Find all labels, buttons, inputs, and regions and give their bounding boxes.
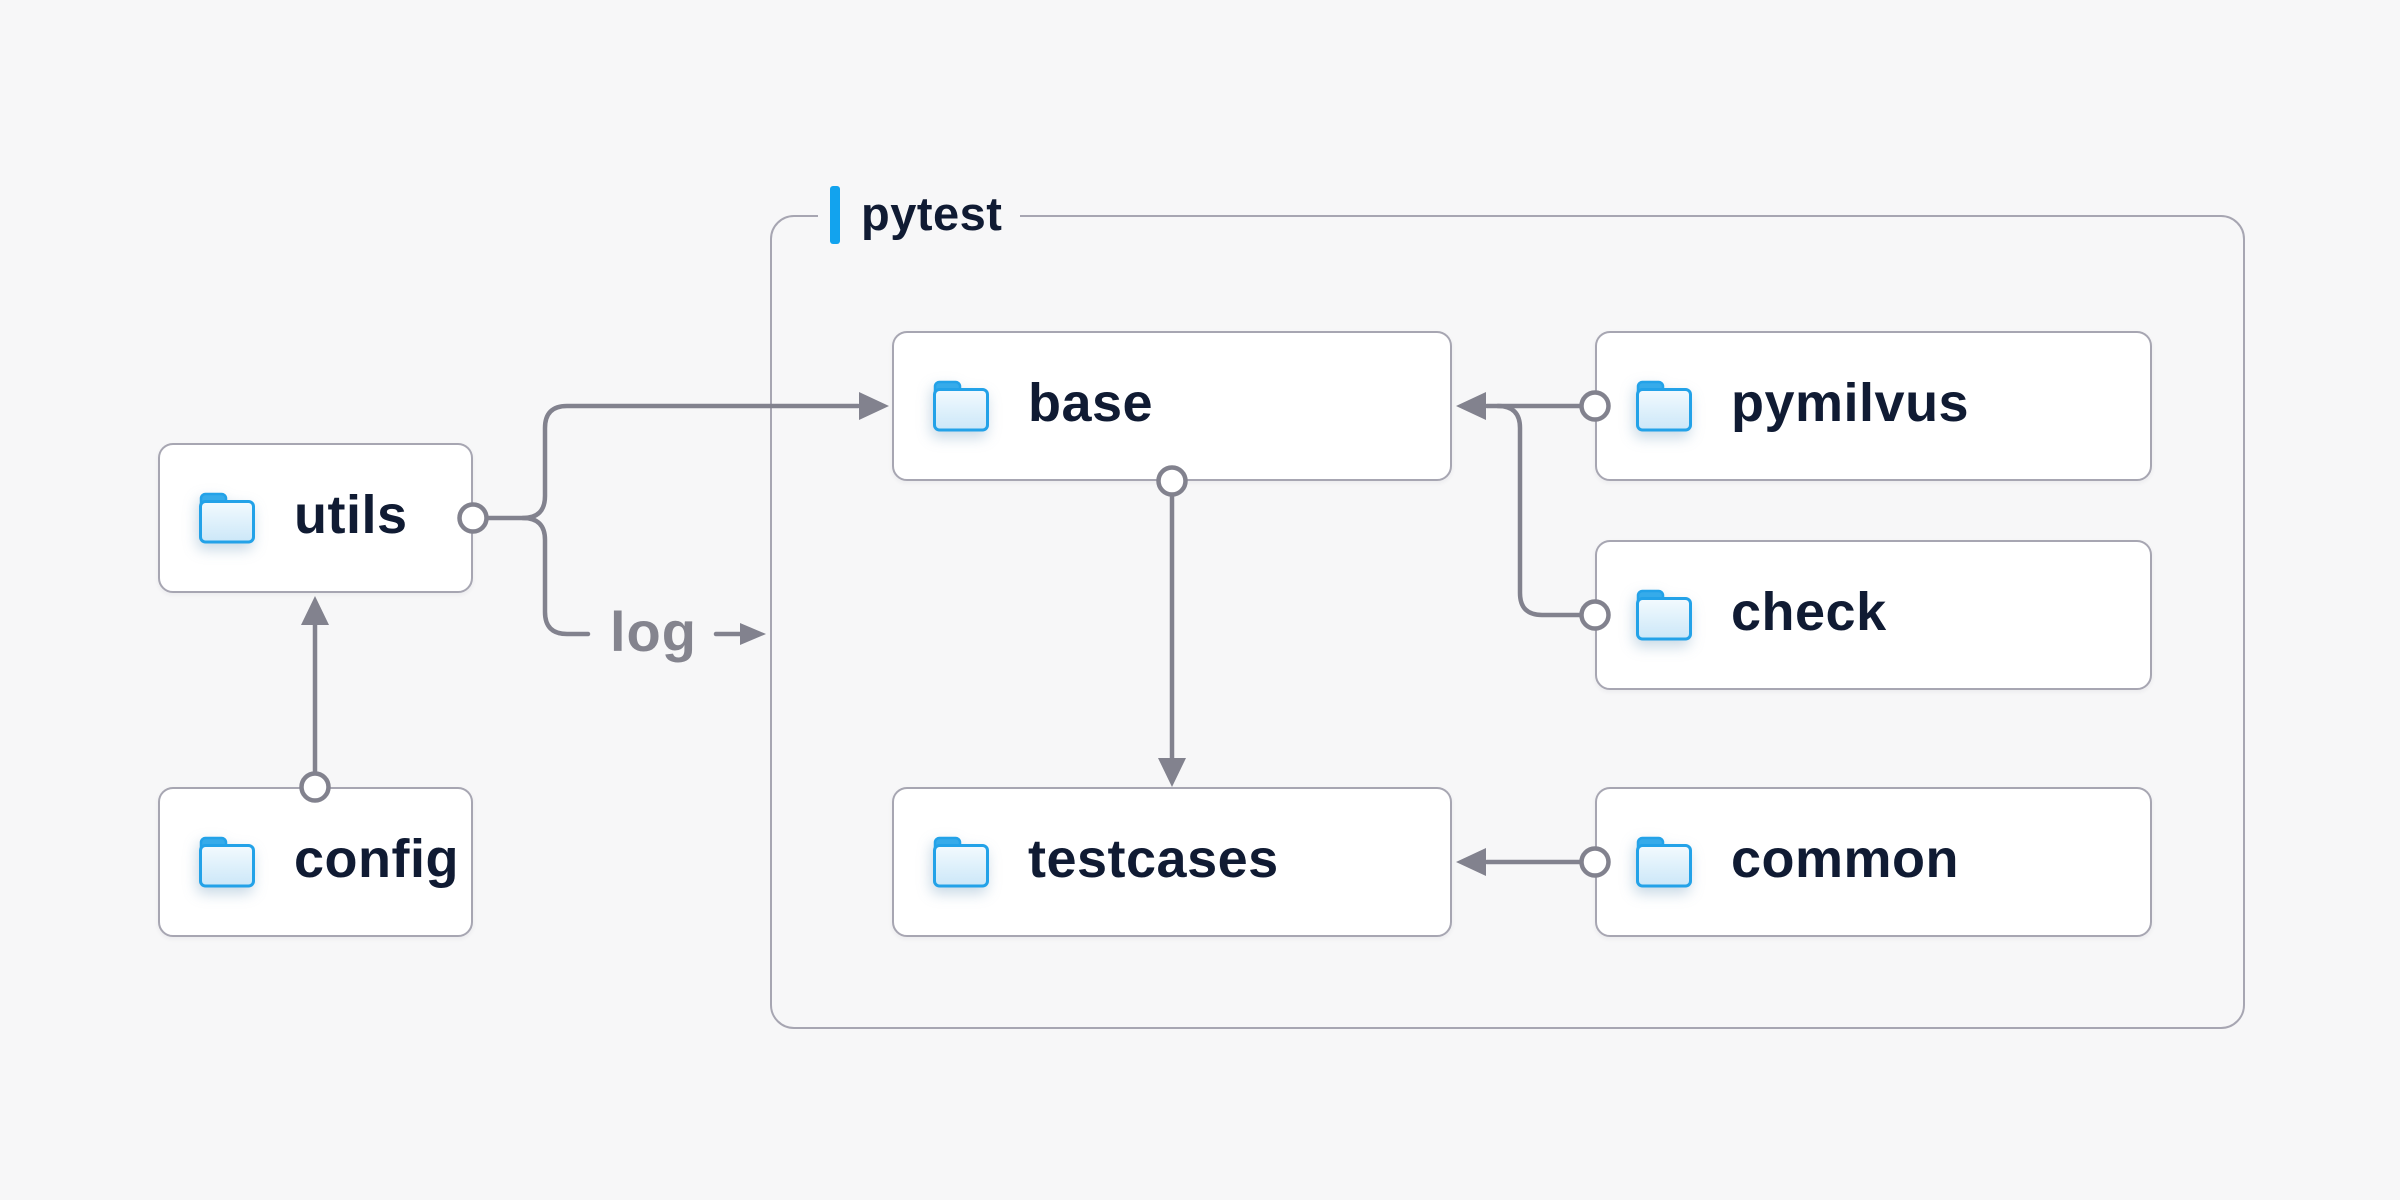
node-testcases: testcases <box>892 787 1452 937</box>
edge-label-log: log <box>610 599 697 663</box>
accent-bar-icon <box>830 186 840 244</box>
folder-icon <box>198 836 256 888</box>
node-label: common <box>1731 829 1960 889</box>
node-pymilvus: pymilvus <box>1595 331 2152 481</box>
group-label-text: pytest <box>861 186 1003 240</box>
folder-icon <box>198 492 256 544</box>
folder-icon <box>932 836 990 888</box>
node-label: base <box>1028 373 1154 433</box>
node-label: pymilvus <box>1731 373 1970 433</box>
node-config: config <box>158 787 473 937</box>
node-check: check <box>1595 540 2152 690</box>
pytest-group-label: pytest <box>818 180 1021 250</box>
log-arrow-head <box>740 623 766 645</box>
node-label: testcases <box>1028 829 1279 889</box>
node-utils: utils <box>158 443 473 593</box>
folder-icon <box>1635 380 1693 432</box>
folder-icon <box>932 380 990 432</box>
arrowhead-config-utils <box>301 596 329 625</box>
node-common: common <box>1595 787 2152 937</box>
edge-utils-log <box>520 515 591 637</box>
node-label: check <box>1731 582 1887 642</box>
folder-icon <box>1635 589 1693 641</box>
folder-icon <box>1635 836 1693 888</box>
node-label: config <box>294 829 459 889</box>
node-base: base <box>892 331 1452 481</box>
node-label: utils <box>294 485 408 545</box>
pytest-group-container <box>770 215 2245 1029</box>
